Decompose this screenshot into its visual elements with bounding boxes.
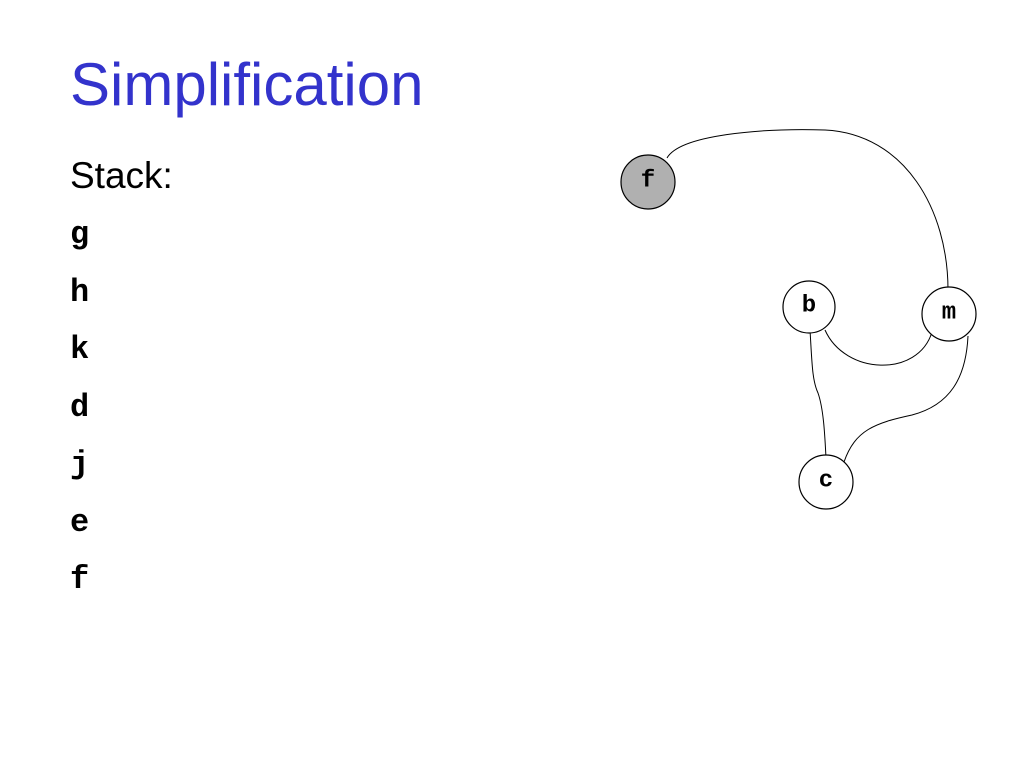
node-m-label: m (942, 300, 956, 327)
node-c: c (798, 454, 854, 510)
stack-item-h: h (70, 273, 90, 311)
slide-title: Simplification (70, 51, 424, 118)
node-b-label: b (802, 293, 816, 320)
node-f-label: f (641, 168, 655, 195)
stack-item-g: g (70, 216, 90, 253)
stack-label: Stack: (70, 155, 173, 196)
edge-b-c (809, 329, 827, 459)
stack-item-f: f (70, 561, 90, 598)
edge-f-m (666, 129, 949, 291)
edge-b-m (824, 329, 933, 366)
node-m: m (921, 286, 977, 342)
stack-item-k: k (70, 331, 90, 368)
stack-item-e: e (70, 503, 90, 541)
edge-m-c (843, 335, 969, 463)
stack-item-j: j (70, 446, 90, 483)
node-b: b (782, 280, 836, 334)
node-f: f (620, 154, 676, 210)
stack-list: g h k d j e f (70, 212, 89, 615)
stack-item-d: d (70, 388, 90, 426)
node-c-label: c (819, 468, 833, 495)
